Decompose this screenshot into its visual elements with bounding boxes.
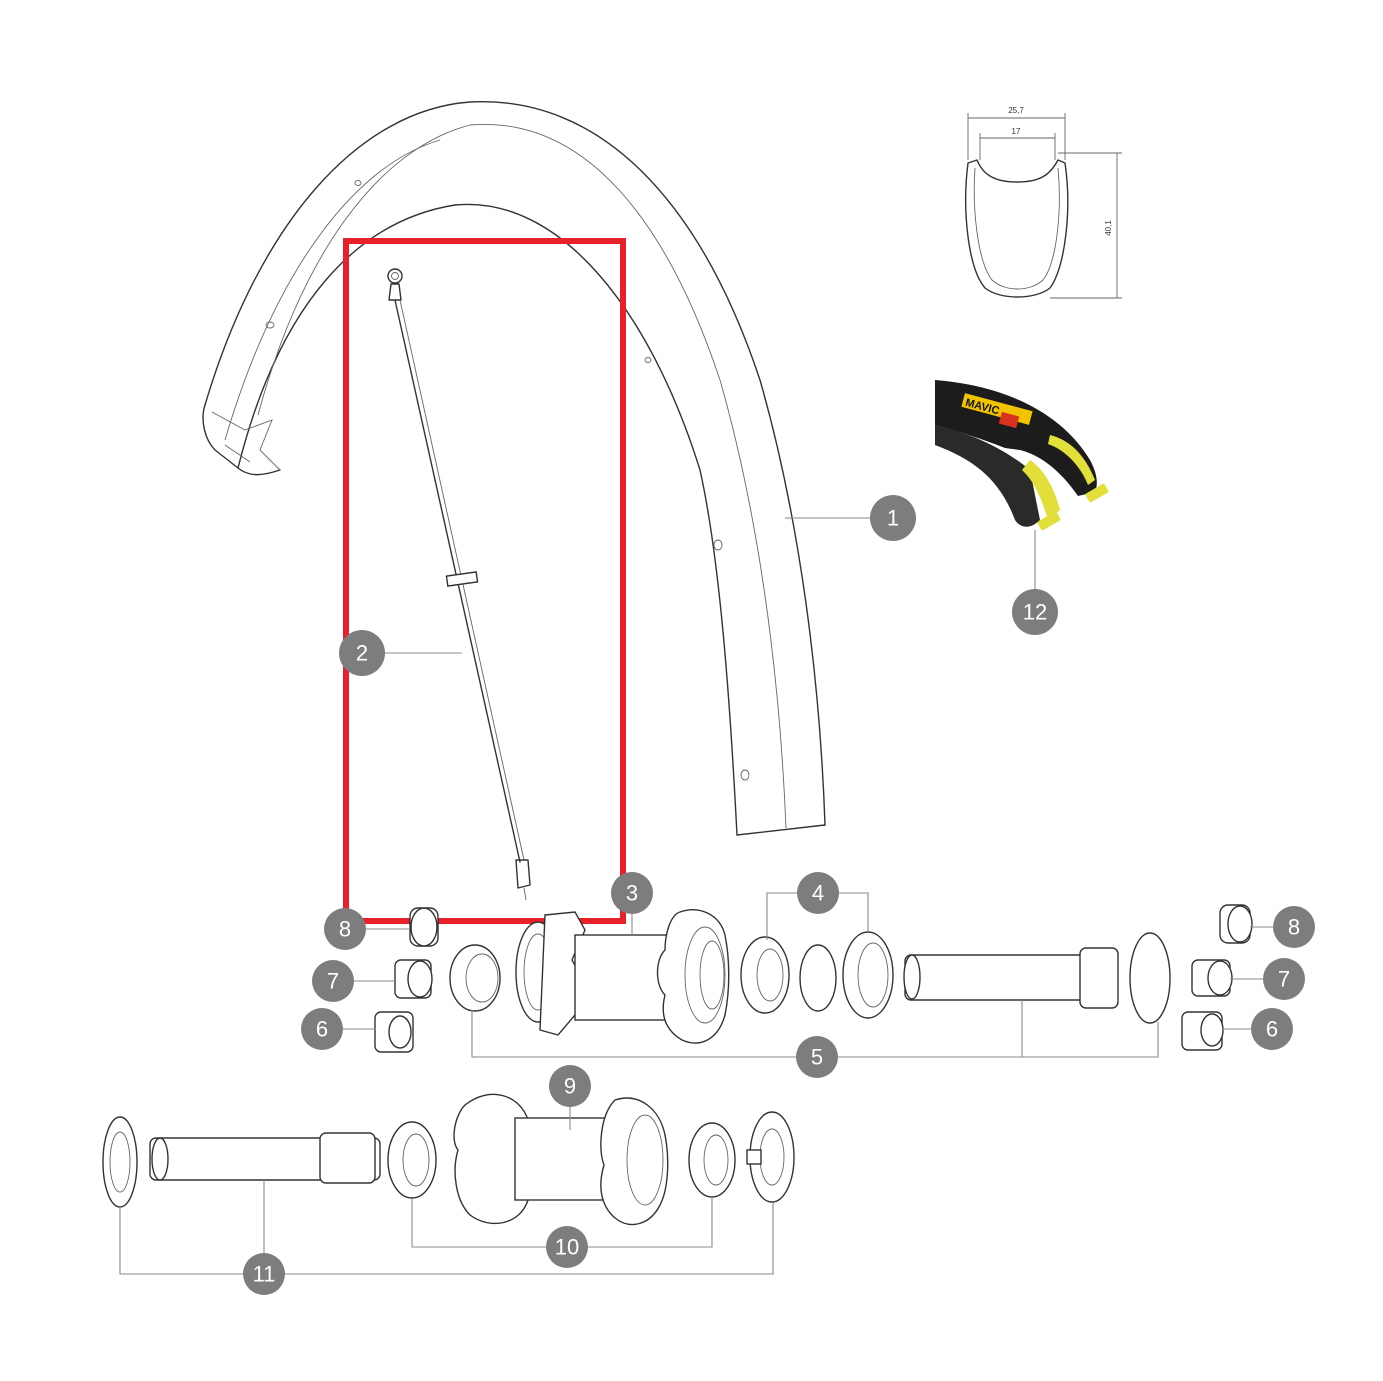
rim-height-label: 40,1 [1104,220,1113,236]
front-hub-assembly [102,1093,795,1226]
svg-text:3: 3 [626,881,638,906]
rim-profile-drawing: 25,7 17 40,1 [965,106,1122,299]
callout-9: 9 [549,1065,591,1107]
callout-10: 10 [546,1226,588,1268]
callout-4: 4 [797,872,839,914]
svg-text:2: 2 [356,641,368,666]
callout-6-left: 6 [301,1008,343,1050]
spoke-highlight-box [343,238,626,924]
callout-12: 12 [1012,589,1058,635]
svg-text:8: 8 [1288,915,1300,940]
svg-text:4: 4 [812,881,824,906]
svg-text:5: 5 [811,1045,823,1070]
svg-text:7: 7 [1278,967,1290,992]
spoke-drawing [387,268,531,901]
callout-8-left: 8 [324,908,366,950]
svg-text:6: 6 [316,1017,328,1042]
svg-text:9: 9 [564,1074,576,1099]
callout-2: 2 [339,630,385,676]
callout-8-right: 8 [1273,906,1315,948]
svg-text:10: 10 [555,1235,579,1260]
svg-text:8: 8 [339,917,351,942]
svg-text:1: 1 [887,506,899,531]
tire-drawing: MAVIC [935,380,1109,531]
svg-text:7: 7 [327,969,339,994]
svg-text:12: 12 [1023,600,1047,625]
rim-width-outer-label: 25,7 [1008,106,1024,115]
callout-7-right: 7 [1263,958,1305,1000]
rear-hub-assembly [374,904,1253,1053]
callout-6-right: 6 [1251,1008,1293,1050]
callout-11: 11 [243,1253,285,1295]
svg-text:6: 6 [1266,1017,1278,1042]
callout-5: 5 [796,1036,838,1078]
callout-3: 3 [611,872,653,914]
callout-1: 1 [870,495,916,541]
rim-width-inner-label: 17 [1012,127,1021,136]
callout-7-left: 7 [312,960,354,1002]
svg-text:11: 11 [253,1262,276,1287]
rim-drawing [202,101,826,836]
